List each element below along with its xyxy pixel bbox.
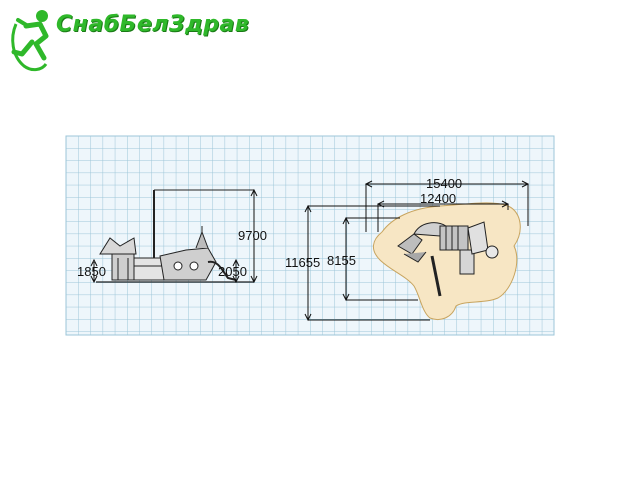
top-view bbox=[373, 202, 521, 320]
dim-width-total: 15400 bbox=[426, 176, 462, 191]
dim-height-left: 1850 bbox=[77, 264, 106, 279]
dim-width-inner: 12400 bbox=[420, 191, 456, 206]
dim-height-right: 2050 bbox=[218, 264, 247, 279]
side-view bbox=[96, 189, 254, 283]
top-view-dimensions bbox=[304, 180, 530, 322]
running-figure-icon bbox=[11, 10, 49, 72]
brand-logo: СнабБелЗдрав bbox=[6, 4, 249, 80]
dim-depth-total: 11655 bbox=[285, 255, 320, 270]
dim-depth-inner: 8155 bbox=[327, 253, 356, 268]
side-view-dimensions bbox=[90, 188, 258, 284]
brand-name: СнабБелЗдрав bbox=[56, 12, 250, 37]
dim-height-total: 9700 bbox=[238, 228, 267, 243]
